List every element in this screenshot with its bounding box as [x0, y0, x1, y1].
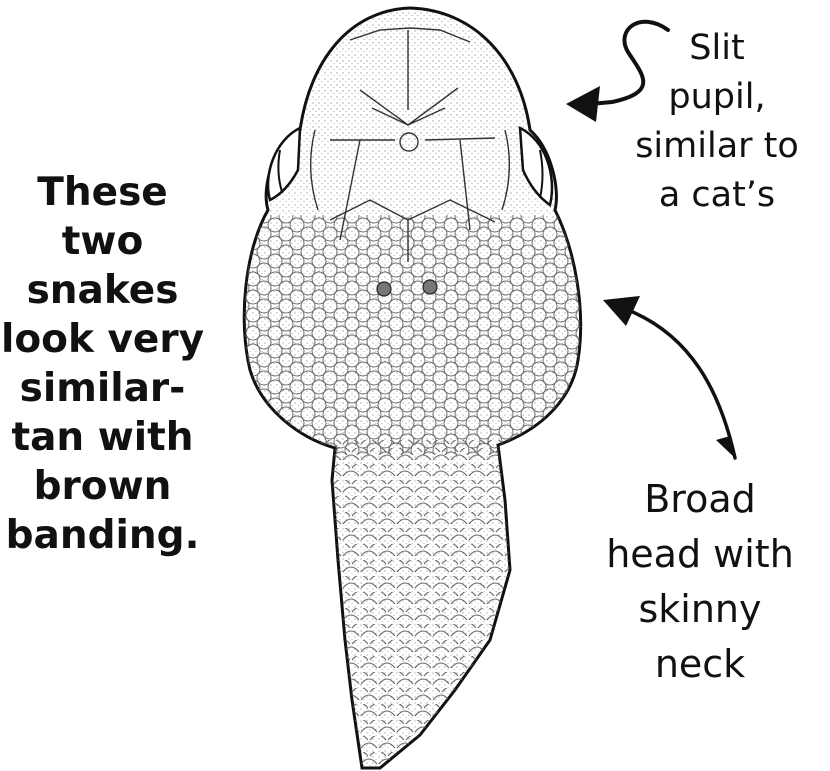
annotation-broad-head: Broad head with skinny neck: [585, 472, 815, 692]
head-arrow: [603, 296, 735, 458]
snake-head: [240, 8, 585, 770]
annotation-similarity: These two snakes look very similar- tan …: [0, 168, 205, 560]
nostril-right: [423, 280, 437, 294]
nostril-left: [377, 282, 391, 296]
annotation-slit-pupil: Slit pupil, similar to a cat’s: [612, 24, 822, 220]
